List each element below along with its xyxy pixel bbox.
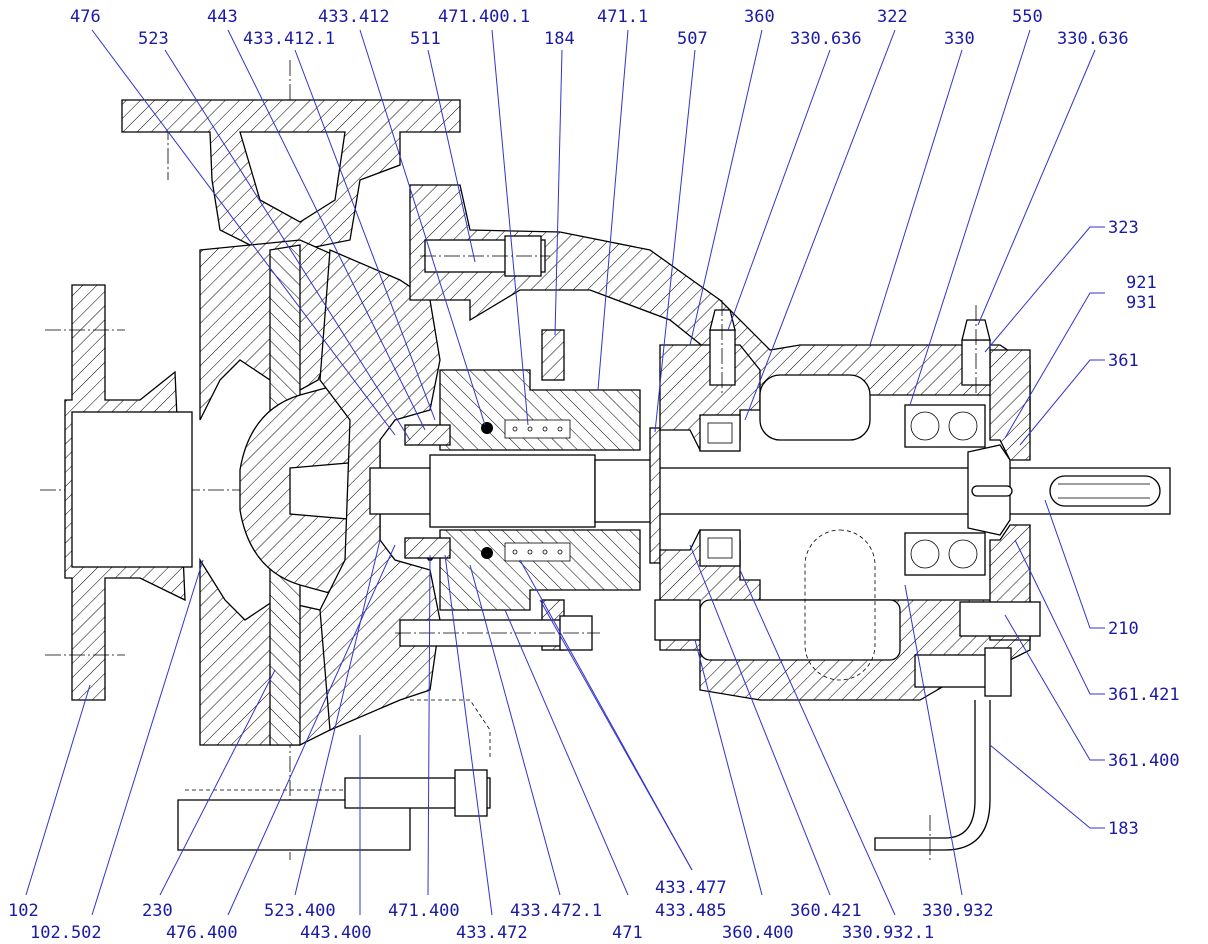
label-230: 230	[142, 901, 173, 921]
grease-nipple-outboard	[961, 305, 991, 395]
label-361-421: 361.421	[1108, 685, 1180, 705]
label-184: 184	[544, 29, 575, 49]
label-443-400: 443.400	[300, 923, 372, 943]
label-433-412: 433.412	[318, 7, 390, 27]
label-433-477: 433.477	[655, 878, 727, 898]
o-ring-upper	[481, 422, 493, 434]
label-507: 507	[677, 29, 708, 49]
label-433-472: 433.472	[456, 923, 528, 943]
suction-bore	[71, 411, 193, 568]
seal-spring-upper	[504, 419, 571, 439]
label-330-636-a: 330.636	[790, 29, 862, 49]
leader-lines	[25, 29, 1105, 916]
label-921: 921	[1126, 273, 1157, 293]
shaft-keyway	[1049, 475, 1161, 507]
label-322: 322	[877, 7, 908, 27]
shaft-sleeve	[429, 454, 596, 528]
label-471-400: 471.400	[388, 901, 460, 921]
label-471-400-1: 471.400.1	[438, 7, 530, 27]
seal-gland-lower	[439, 529, 641, 611]
label-330-636-b: 330.636	[1057, 29, 1129, 49]
drawing-geometry	[40, 60, 1171, 860]
label-102: 102	[8, 901, 39, 921]
label-511: 511	[410, 29, 441, 49]
bearing-inboard	[699, 414, 741, 567]
o-ring-lower	[481, 547, 493, 559]
label-183: 183	[1108, 819, 1139, 839]
label-360-400: 360.400	[722, 923, 794, 943]
label-360-421: 360.421	[790, 901, 862, 921]
label-330: 330	[944, 29, 975, 49]
casing-foot	[177, 799, 411, 851]
label-361-400: 361.400	[1108, 751, 1180, 771]
label-102-502: 102.502	[30, 923, 102, 943]
bearing-outboard	[904, 404, 986, 576]
label-471: 471	[612, 923, 643, 943]
label-330-932-1: 330.932.1	[842, 923, 934, 943]
deflector	[649, 427, 661, 564]
label-476-400: 476.400	[166, 923, 238, 943]
label-476: 476	[70, 7, 101, 27]
label-550: 550	[1012, 7, 1043, 27]
label-210: 210	[1108, 619, 1139, 639]
label-523: 523	[138, 29, 169, 49]
part-labels: 476 523 443 433.412.1 433.412 511 471.40…	[8, 7, 1180, 943]
label-330-932: 330.932	[922, 901, 994, 921]
grease-nipple-inboard	[709, 300, 736, 395]
label-360: 360	[744, 7, 775, 27]
label-323: 323	[1108, 218, 1139, 238]
label-443: 443	[207, 7, 238, 27]
label-471-1: 471.1	[597, 7, 648, 27]
label-433-472-1: 433.472.1	[510, 901, 602, 921]
oil-sump-cutout	[804, 529, 876, 681]
label-523-400: 523.400	[264, 901, 336, 921]
end-cover	[989, 349, 1031, 461]
gland-stud-upper	[541, 329, 565, 381]
seal-spring-lower	[504, 542, 571, 562]
label-433-412-1: 433.412.1	[243, 29, 335, 49]
support-foot	[874, 700, 991, 851]
label-433-485: 433.485	[655, 901, 727, 921]
label-361: 361	[1108, 351, 1139, 371]
label-931: 931	[1126, 293, 1157, 313]
